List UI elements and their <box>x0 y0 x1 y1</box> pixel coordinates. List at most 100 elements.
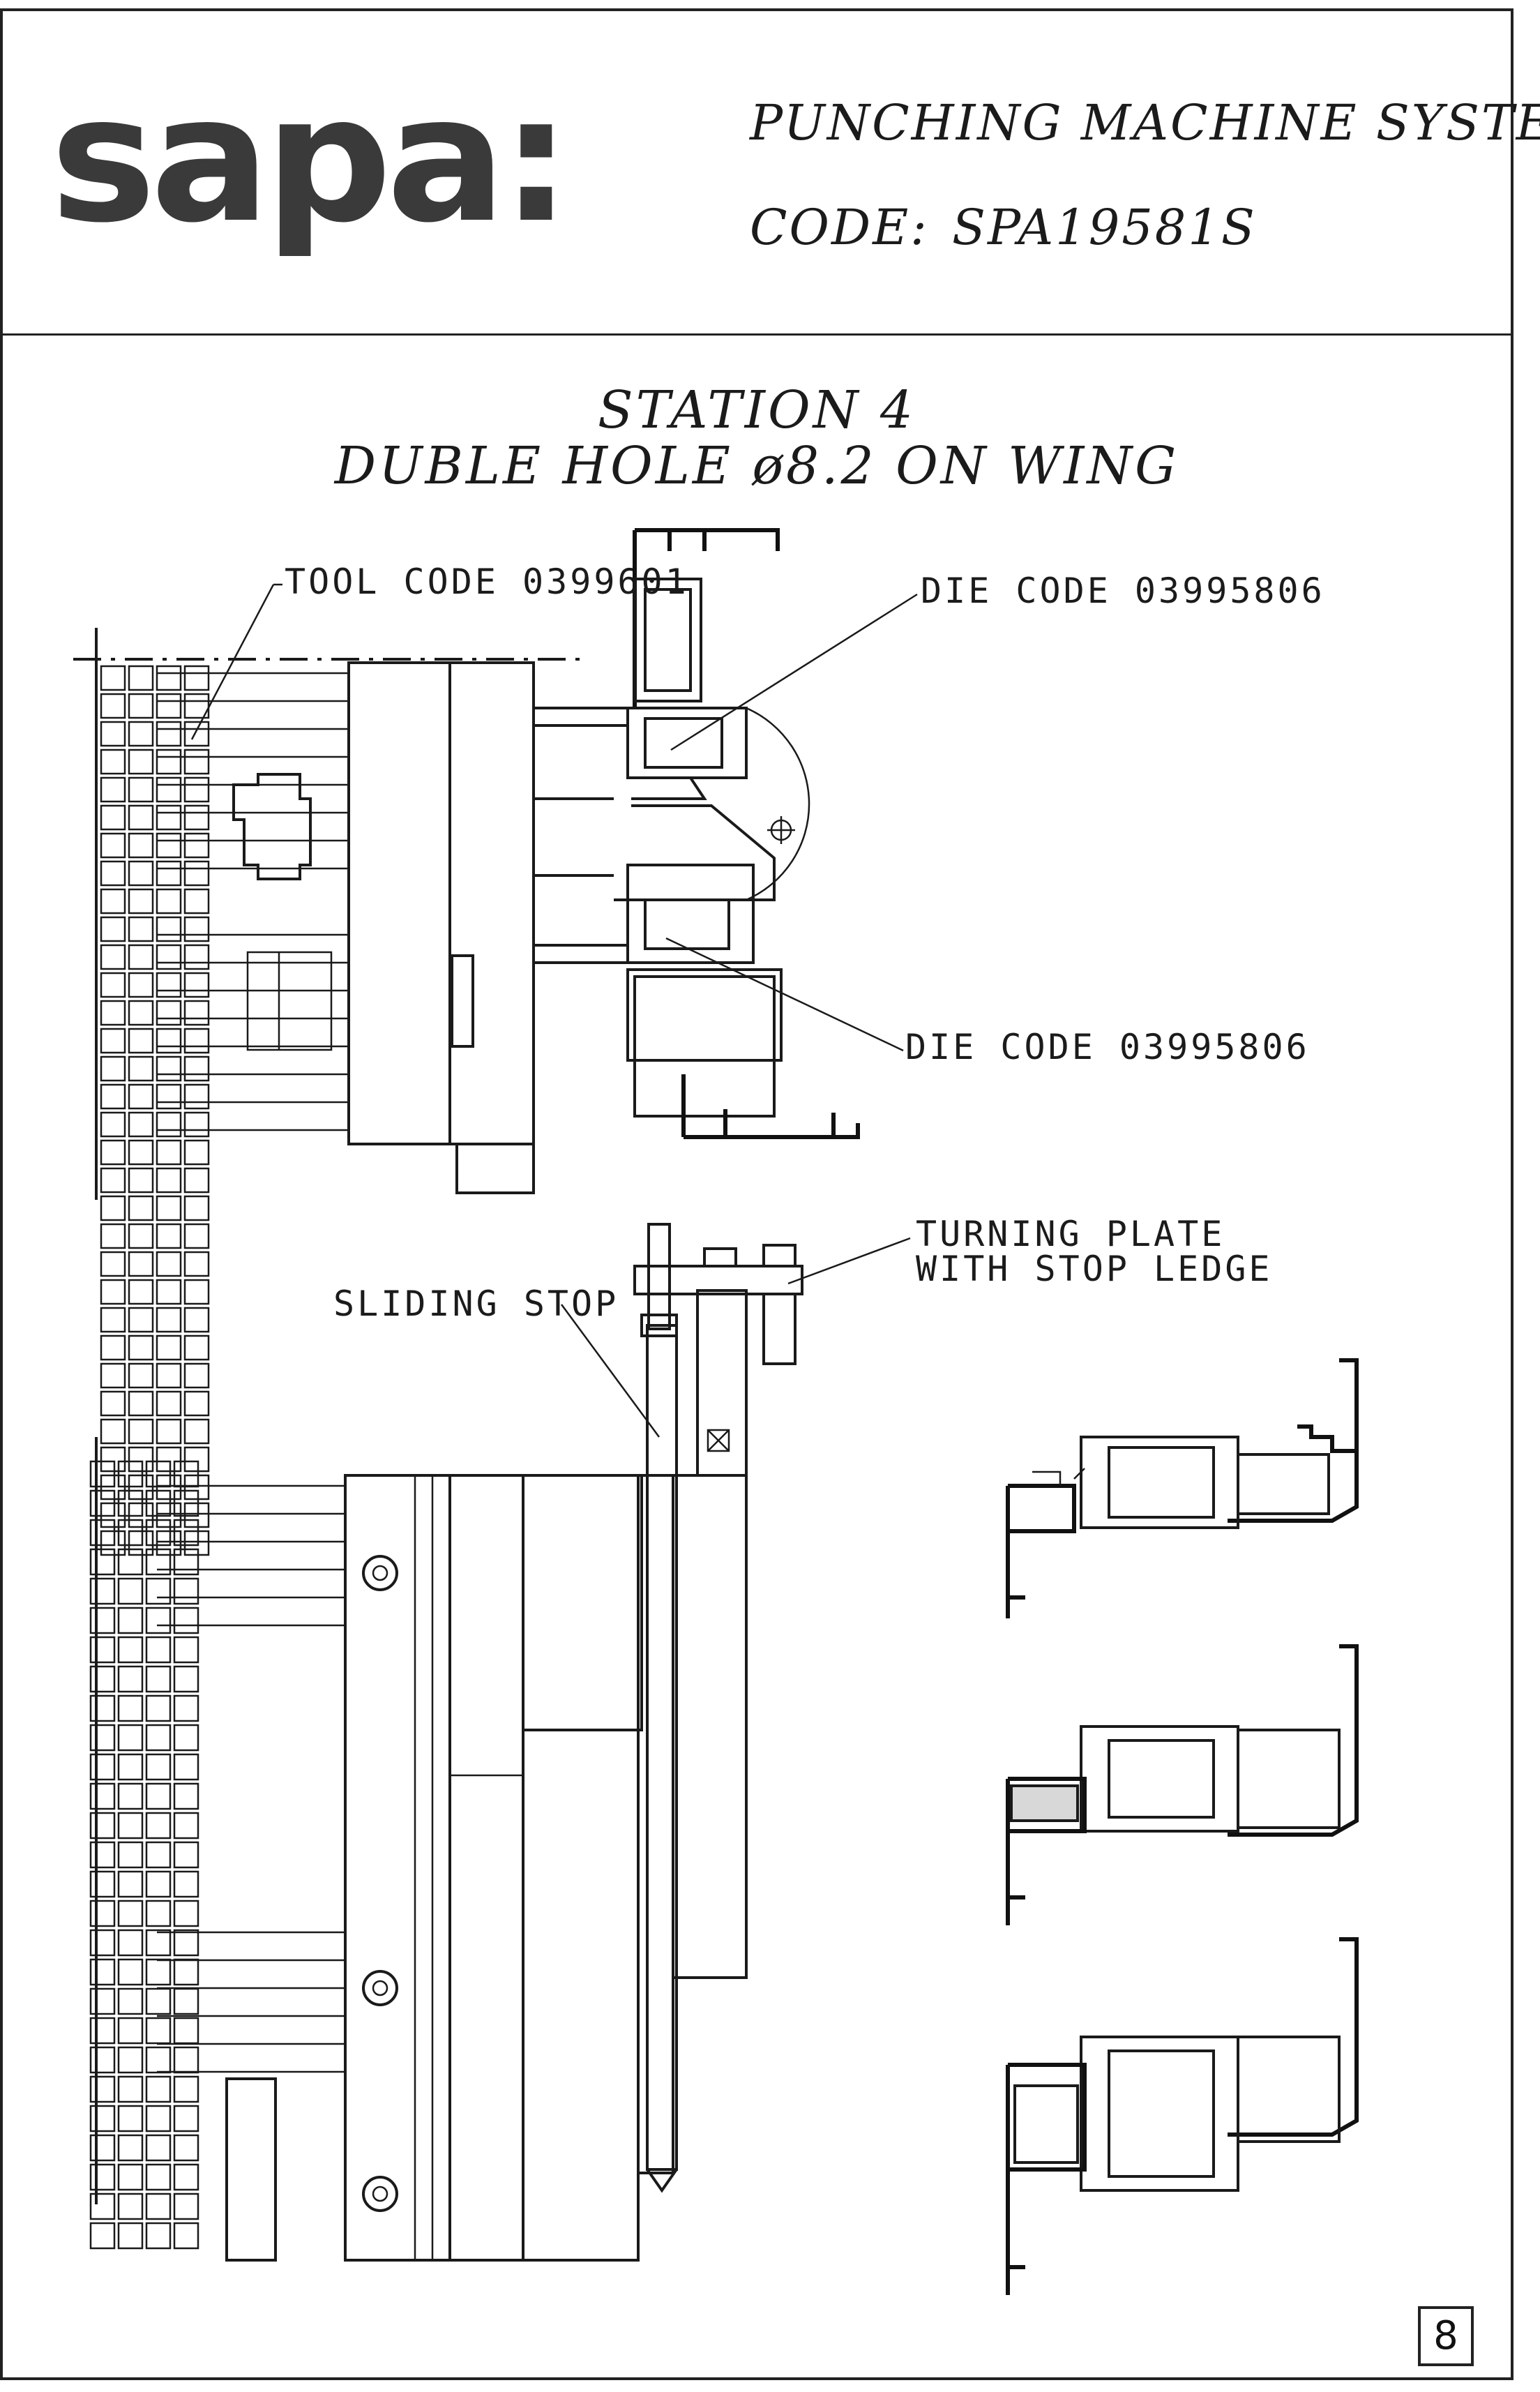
grid-cell <box>173 1548 199 1576</box>
grid-cell <box>89 1841 116 1869</box>
lower-machine-view <box>89 1223 911 2262</box>
grid-cell <box>183 721 210 747</box>
grid-cell <box>128 1446 154 1473</box>
grid-cell <box>156 888 182 915</box>
grid-cell <box>128 776 154 803</box>
grid-cell <box>117 1753 144 1781</box>
page-number: 8 <box>1418 2306 1474 2366</box>
grid-cell <box>117 1782 144 1810</box>
profile-section-2 <box>1006 1644 1359 1925</box>
upper-machine-view <box>73 528 918 1556</box>
grid-cell <box>145 1870 172 1898</box>
grid-cell <box>183 1251 210 1277</box>
grid-cell <box>156 944 182 970</box>
grid-cell <box>100 1530 126 1556</box>
grid-cell <box>183 860 210 887</box>
grid-cell <box>89 1900 116 1927</box>
grid-cell <box>156 721 182 747</box>
grid-cell <box>156 1418 182 1445</box>
grid-cell <box>89 1724 116 1752</box>
grid-cell <box>156 1111 182 1138</box>
grid-cell <box>156 1000 182 1026</box>
grid-cell <box>89 1548 116 1576</box>
grid-cell <box>183 1279 210 1305</box>
station-title: STATION 4 <box>597 380 916 440</box>
grid-cell <box>145 1753 172 1781</box>
grid-cell <box>173 1841 199 1869</box>
grid-cell <box>128 1251 154 1277</box>
grid-cell <box>145 2163 172 2191</box>
grid-cell <box>156 916 182 942</box>
grid-cell <box>128 1111 154 1138</box>
grid-cell <box>100 749 126 775</box>
grid-cell <box>145 1782 172 1810</box>
grid-cell <box>100 1139 126 1166</box>
grid-cell <box>89 2222 116 2250</box>
tool-code-label: TOOL CODE 0399601 <box>285 562 689 602</box>
profile-section-1 <box>1006 1358 1359 1618</box>
grid-cell <box>117 1577 144 1605</box>
grid-cell <box>117 2046 144 2074</box>
grid-cell <box>173 1724 199 1752</box>
grid-cell <box>89 2017 116 2045</box>
grid-cell <box>100 776 126 803</box>
profile-section-3 <box>1006 1937 1359 2295</box>
grid-cell <box>156 1390 182 1417</box>
grid-cell <box>145 1987 172 2015</box>
grid-cell <box>117 1841 144 1869</box>
grid-cell <box>100 804 126 831</box>
grid-cell <box>183 1139 210 1166</box>
grid-cell <box>128 721 154 747</box>
grid-cell <box>128 1195 154 1221</box>
grid-cell <box>128 1000 154 1026</box>
grid-cell <box>145 1724 172 1752</box>
grid-cell <box>128 1167 154 1194</box>
grid-cell <box>89 2105 116 2133</box>
grid-cell <box>145 2105 172 2133</box>
grid-cell <box>145 1548 172 1576</box>
grid-cell <box>183 1446 210 1473</box>
turning-plate-label-line1: TURNING PLATE <box>916 1214 1225 1254</box>
grid-cell <box>183 749 210 775</box>
grid-cell <box>173 2075 199 2103</box>
grid-cell <box>183 1334 210 1361</box>
grid-cell <box>89 1489 116 1517</box>
grid-cell <box>173 1694 199 1722</box>
grid-cell <box>156 1362 182 1389</box>
grid-cell <box>156 1055 182 1082</box>
grid-cell <box>117 1607 144 1634</box>
grid-cell <box>100 665 126 691</box>
grid-cell <box>145 2134 172 2162</box>
grid-cell <box>89 2163 116 2191</box>
grid-cell <box>145 1519 172 1547</box>
grid-cell <box>117 1460 144 1488</box>
grid-cell <box>173 1460 199 1488</box>
grid-cell <box>145 2075 172 2103</box>
grid-cell <box>173 2222 199 2250</box>
grid-cell <box>117 1665 144 1693</box>
grid-cell <box>156 804 182 831</box>
grid-cell <box>100 1418 126 1445</box>
grid-cell <box>145 1489 172 1517</box>
grid-cell <box>100 1223 126 1249</box>
grid-cell <box>145 1694 172 1722</box>
grid-cell <box>128 749 154 775</box>
grid-cell <box>128 1334 154 1361</box>
grid-cell <box>183 1083 210 1110</box>
grid-cell <box>128 1390 154 1417</box>
grid-cell <box>89 1753 116 1781</box>
grid-cell <box>173 1753 199 1781</box>
grid-cell <box>128 860 154 887</box>
grid-cell <box>173 1958 199 1986</box>
grid-cell <box>89 1987 116 2015</box>
grid-cell <box>117 1870 144 1898</box>
grid-cell <box>145 1607 172 1634</box>
grid-cell <box>145 2222 172 2250</box>
grid-cell <box>173 2017 199 2045</box>
grid-cell <box>128 1362 154 1389</box>
grid-cell <box>100 944 126 970</box>
svg-text:sapa:: sapa: <box>50 70 566 261</box>
grid-cell <box>183 665 210 691</box>
grid-cell <box>100 1000 126 1026</box>
grid-cell <box>183 944 210 970</box>
